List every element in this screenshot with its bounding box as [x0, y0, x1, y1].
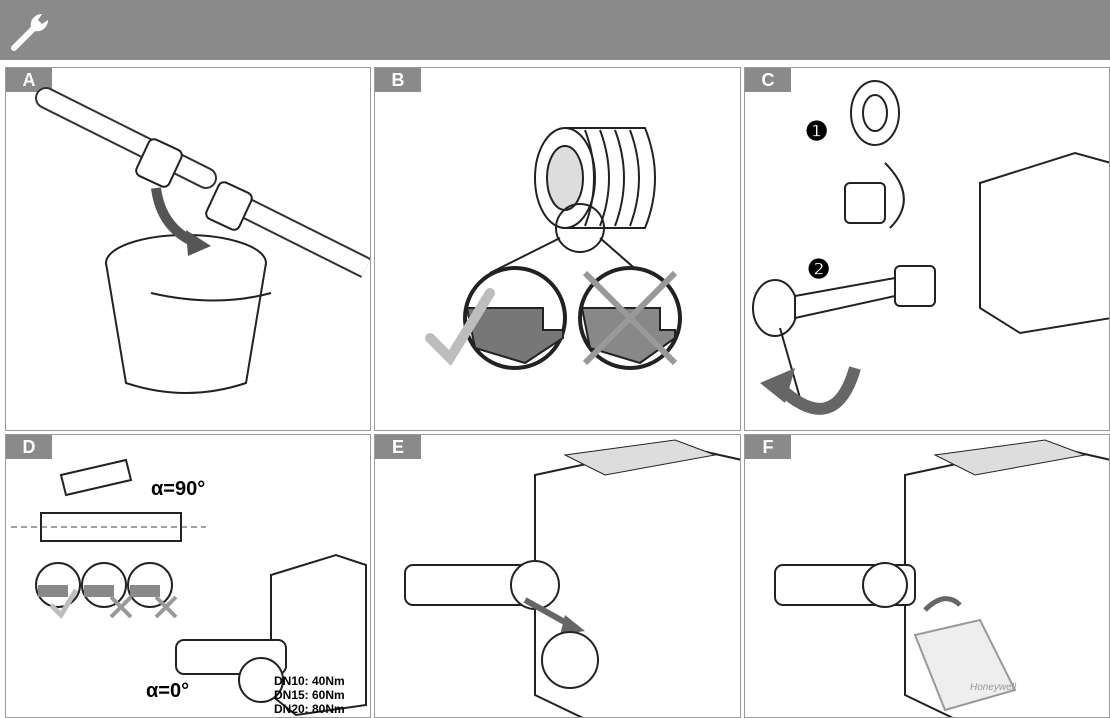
torque-dn10: DN10: 40Nm	[274, 674, 345, 688]
panel-b: B	[374, 67, 741, 431]
thermostat-remove-illustration	[375, 435, 741, 718]
thermostat-brand-logo: Honeywell	[970, 682, 1017, 693]
mount-angle-label: α=0°	[146, 680, 189, 702]
panel-f: F Honeywell	[744, 434, 1110, 718]
wrench-icon	[6, 8, 50, 52]
pipe-cut-illustration: α=90° α=0° DN10: 40Nm DN15: 60Nm DN20: 8…	[6, 435, 371, 718]
torque-dn20: DN20: 80Nm	[274, 702, 345, 716]
cut-angle-label: α=90°	[151, 478, 205, 500]
step-2-marker: ❷	[807, 254, 830, 284]
valve-insert-illustration: ❶ ❷	[745, 68, 1110, 431]
panel-d: D α=90° α=0° DN10: 40Nm DN15: 60Nm DN20:…	[5, 434, 371, 718]
panel-a: A	[5, 67, 371, 431]
step-1-marker: ❶	[805, 116, 828, 146]
thermostat-mount-illustration: Honeywell	[745, 435, 1110, 718]
header-bar	[0, 0, 1110, 60]
thread-check-illustration	[375, 68, 741, 431]
panel-e: E	[374, 434, 741, 718]
panel-c: C ❶ ❷	[744, 67, 1110, 431]
torque-dn15: DN15: 60Nm	[274, 688, 345, 702]
drain-water-illustration	[6, 68, 371, 431]
